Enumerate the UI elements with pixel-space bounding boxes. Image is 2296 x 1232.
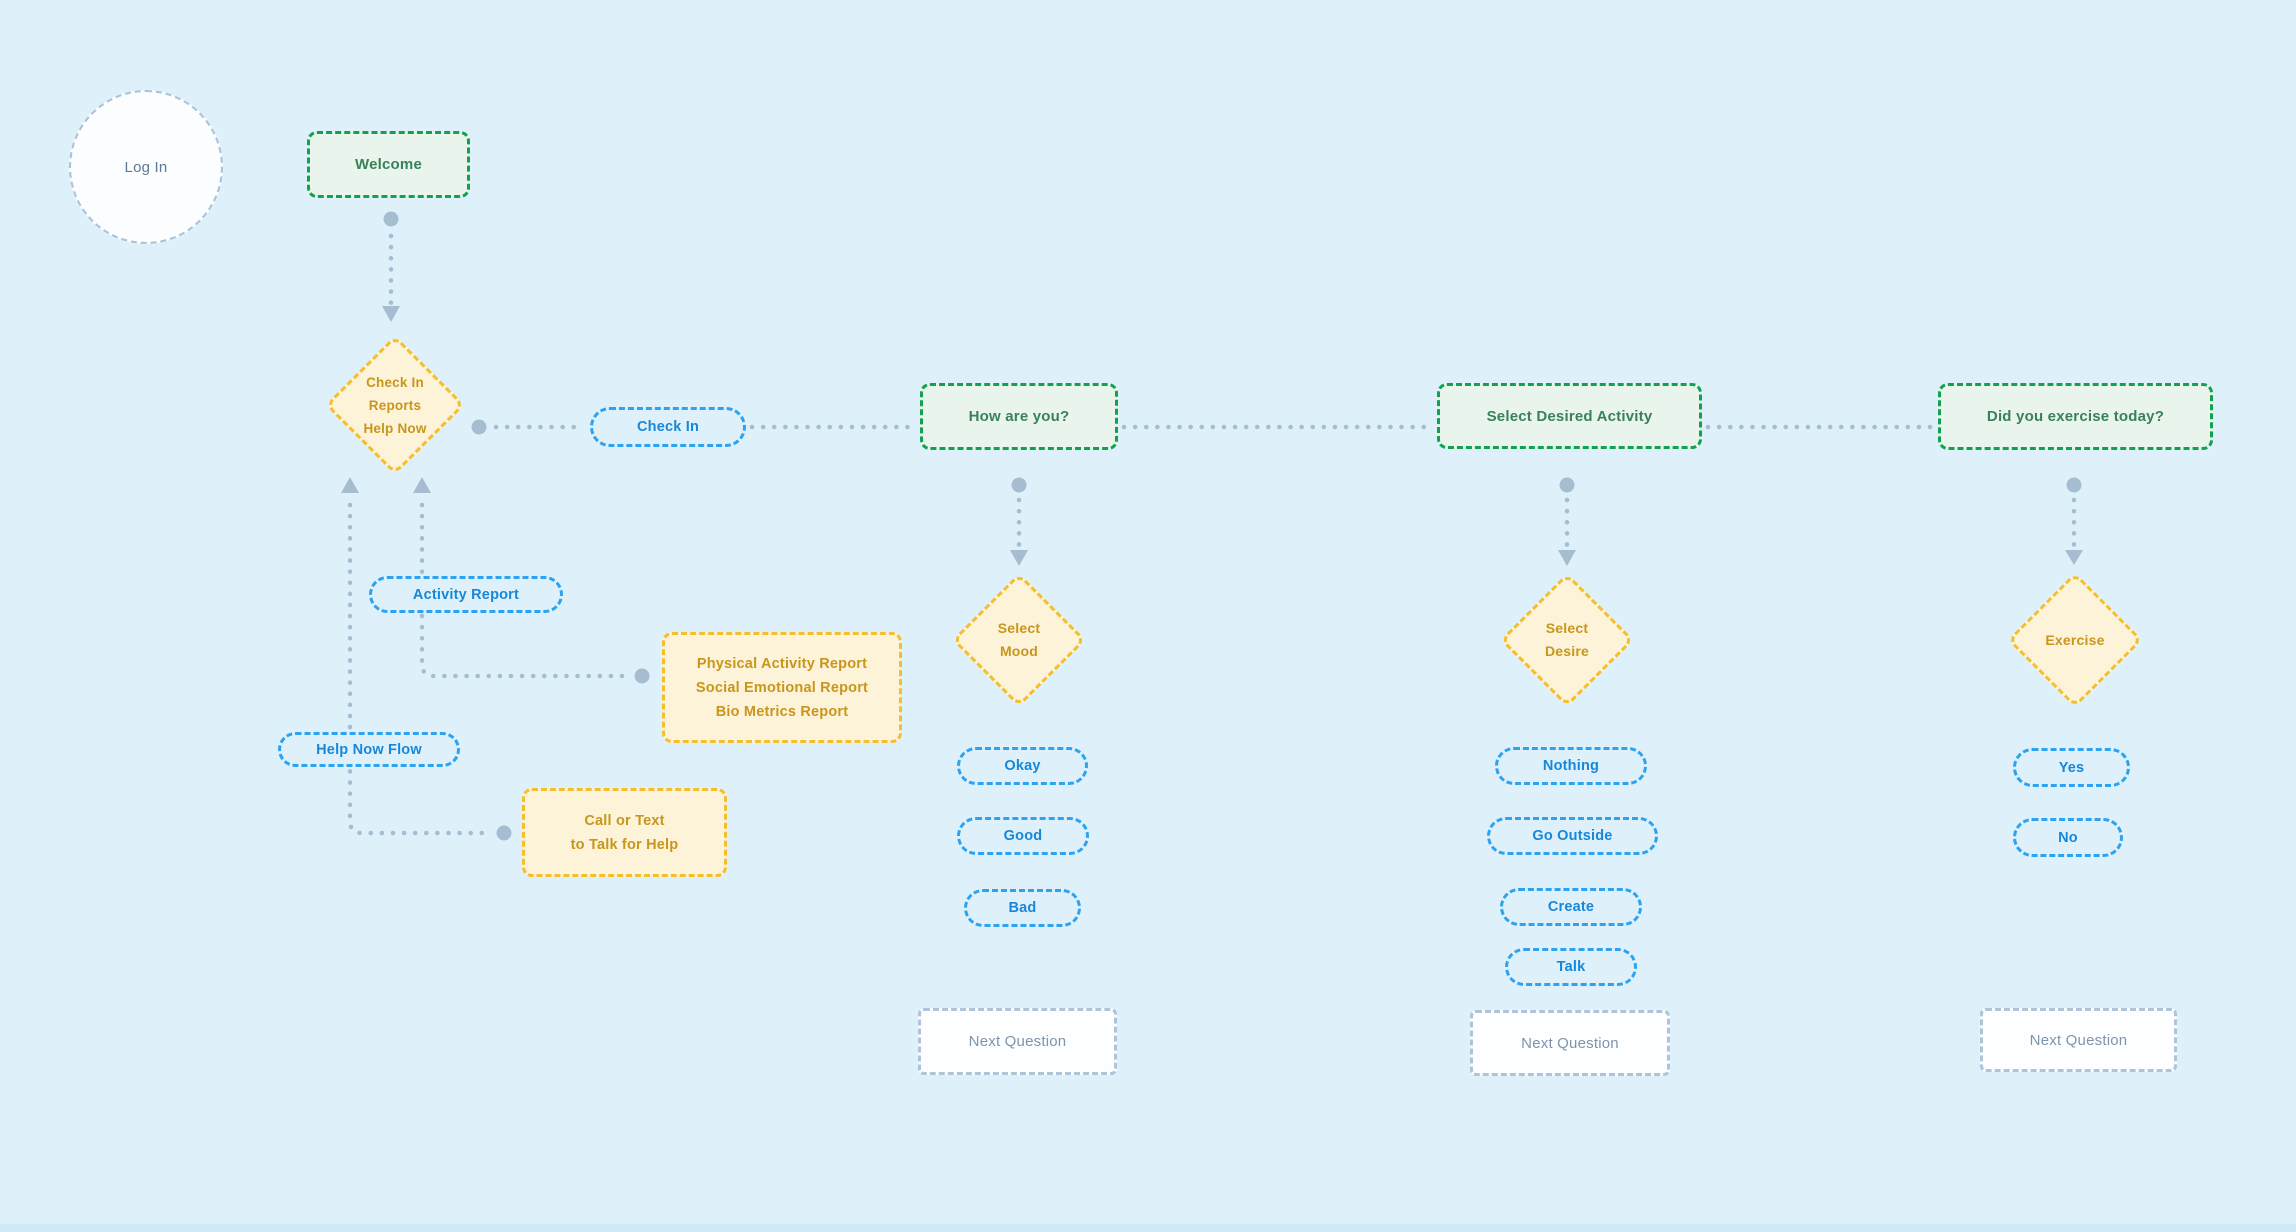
reports-box-line: Bio Metrics Report (715, 703, 849, 720)
checkin-pill[interactable]: Check In (590, 407, 746, 447)
connector-activity-to-desire (1558, 477, 1576, 566)
select-mood-label-line: Select (997, 620, 1041, 636)
option-no-pill[interactable]: No (2013, 818, 2123, 857)
connector-activity-report-flow (413, 477, 650, 684)
select-mood-diamond[interactable]: Select Mood (951, 572, 1087, 708)
next-question-label: Next Question (1521, 1034, 1619, 1052)
exercise-label-line: Exercise (2045, 631, 2105, 648)
how-are-you-label: How are you? (968, 408, 1070, 425)
hub-label-line: Help Now (363, 420, 427, 436)
call-or-text-line: Call or Text (584, 812, 665, 829)
option-good-label: Good (1003, 828, 1043, 844)
hub-decision-diamond[interactable]: Check In Reports Help Now (324, 334, 466, 476)
connector-helpnow-flow (341, 477, 512, 841)
exercise-diamond[interactable]: Exercise (2007, 572, 2143, 708)
next-question-mood[interactable]: Next Question (918, 1008, 1117, 1075)
select-desired-activity-node[interactable]: Select Desired Activity (1437, 383, 1702, 449)
option-go-outside-pill[interactable]: Go Outside (1487, 817, 1658, 855)
option-okay-label: Okay (1004, 758, 1041, 774)
welcome-node[interactable]: Welcome (307, 131, 470, 198)
connector-question-to-exercise-diamond (2065, 477, 2083, 565)
next-question-label: Next Question (968, 1033, 1067, 1050)
help-now-flow-pill[interactable]: Help Now Flow (278, 732, 460, 767)
call-or-text-box[interactable]: Call or Text to Talk for Help (522, 788, 727, 877)
login-label: Log In (124, 158, 168, 176)
activity-report-pill[interactable]: Activity Report (369, 576, 563, 613)
option-no-label: No (2058, 829, 2078, 846)
select-desired-activity-label: Select Desired Activity (1486, 407, 1653, 425)
select-desire-diamond[interactable]: Select Desire (1499, 572, 1635, 708)
option-bad-pill[interactable]: Bad (964, 889, 1081, 927)
select-desire-label-line: Desire (1544, 643, 1589, 659)
reports-box-line: Social Emotional Report (695, 679, 869, 696)
option-talk-label: Talk (1556, 959, 1586, 975)
did-you-exercise-label: Did you exercise today? (1986, 408, 2165, 425)
did-you-exercise-node[interactable]: Did you exercise today? (1938, 383, 2213, 450)
help-now-flow-label: Help Now Flow (316, 741, 422, 758)
call-or-text-line: to Talk for Help (570, 836, 679, 853)
connector-hub-to-checkin (471, 419, 586, 435)
select-desire-label-line: Select (1545, 620, 1589, 636)
option-good-pill[interactable]: Good (957, 817, 1089, 855)
option-talk-pill[interactable]: Talk (1505, 948, 1637, 986)
next-question-desire[interactable]: Next Question (1470, 1010, 1670, 1076)
activity-report-label: Activity Report (412, 586, 520, 603)
login-node[interactable]: Log In (69, 90, 223, 244)
option-go-outside-label: Go Outside (1532, 828, 1613, 844)
hub-label-line: Check In (366, 374, 424, 390)
bottom-edge-strip (0, 1224, 2296, 1232)
welcome-label: Welcome (355, 156, 422, 173)
option-yes-label: Yes (2058, 759, 2085, 776)
hub-label-line: Reports (368, 397, 422, 413)
select-mood-label-line: Mood (999, 643, 1039, 659)
reports-box[interactable]: Physical Activity Report Social Emotiona… (662, 632, 902, 743)
option-okay-pill[interactable]: Okay (957, 747, 1088, 785)
next-question-exercise[interactable]: Next Question (1980, 1008, 2177, 1072)
option-nothing-label: Nothing (1542, 758, 1600, 774)
checkin-pill-label: Check In (636, 419, 700, 435)
option-nothing-pill[interactable]: Nothing (1495, 747, 1647, 785)
option-bad-label: Bad (1008, 900, 1037, 916)
option-create-pill[interactable]: Create (1500, 888, 1642, 926)
next-question-label: Next Question (2029, 1031, 2128, 1049)
option-yes-pill[interactable]: Yes (2013, 748, 2130, 787)
reports-box-line: Physical Activity Report (696, 655, 868, 672)
connector-how-to-mood (1010, 477, 1028, 566)
how-are-you-node[interactable]: How are you? (920, 383, 1118, 450)
option-create-label: Create (1547, 899, 1595, 915)
connector-welcome-to-hub (382, 211, 400, 322)
